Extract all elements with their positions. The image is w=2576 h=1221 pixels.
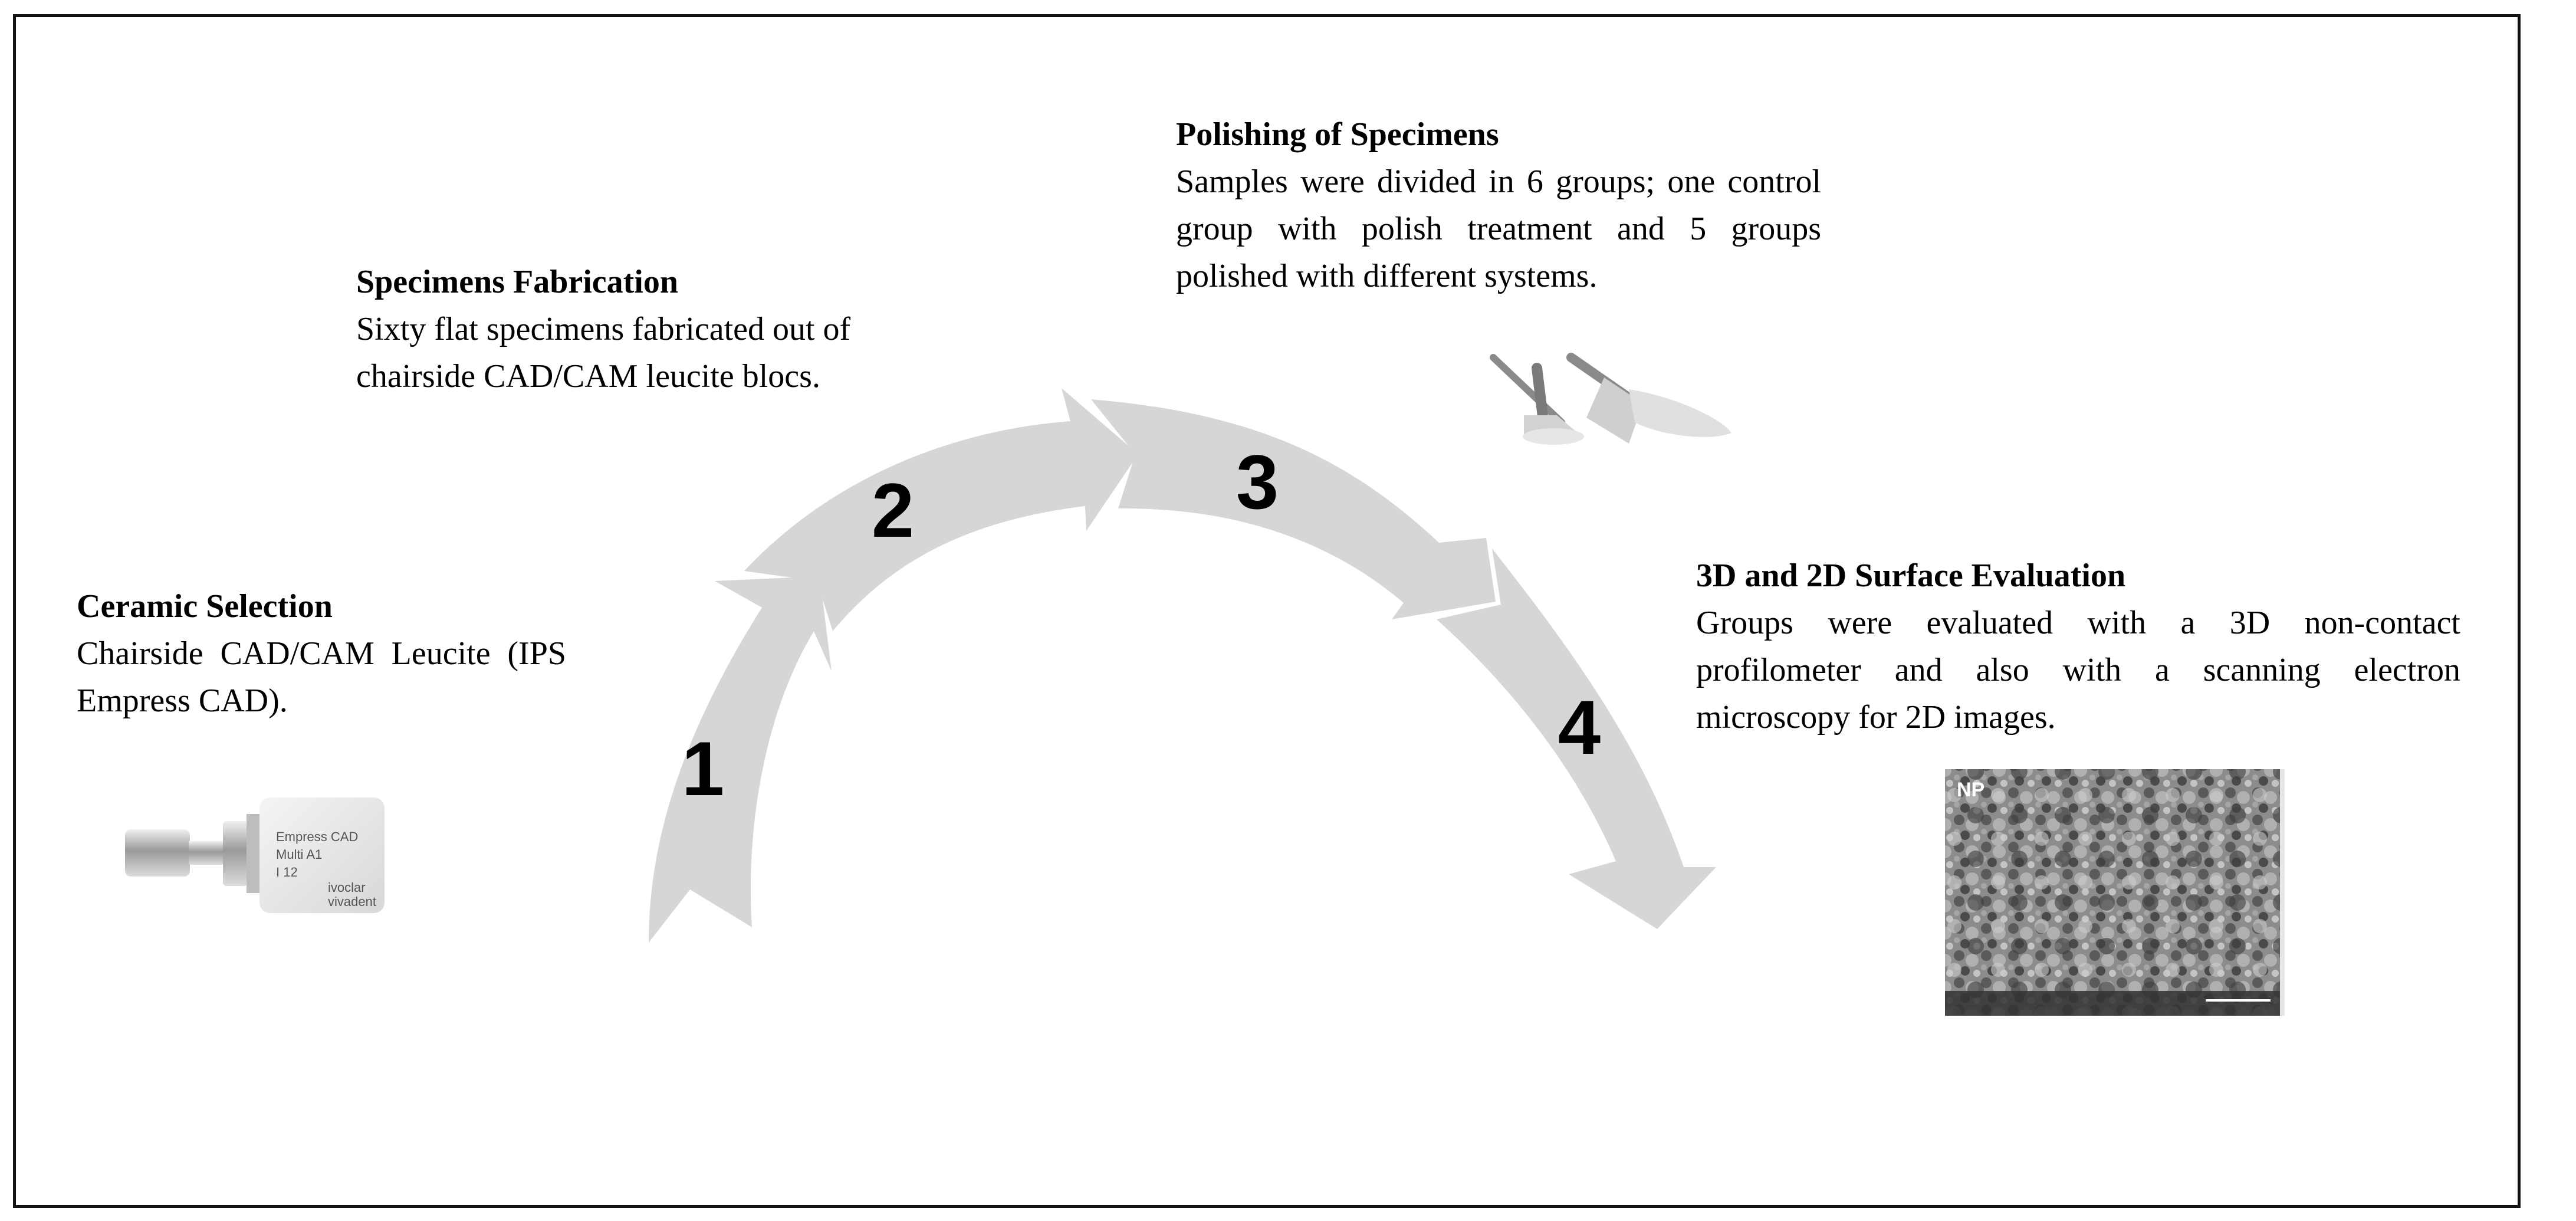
ceramic-block-brand-2: vivadent: [328, 894, 376, 909]
step-title-ceramic-selection: Ceramic Selection: [77, 588, 333, 625]
step-surface-evaluation: 3D and 2D Surface Evaluation Groups were…: [1696, 552, 2460, 741]
ceramic-block-text-2: Multi A1: [276, 847, 322, 862]
ceramic-block-icon: Empress CAD Multi A1 I 12 ivoclar vivade…: [125, 797, 385, 913]
step-number-3: 3: [1236, 439, 1279, 525]
step-title-surface-evaluation: 3D and 2D Surface Evaluation: [1696, 557, 2126, 594]
arrow-segment-4: [1437, 549, 1716, 929]
step-number-1: 1: [682, 726, 724, 812]
sem-micrograph-icon: NP: [1945, 769, 2285, 1016]
polishing-tools-icon: [1490, 353, 1731, 445]
arrow-segment-3: [1091, 399, 1496, 619]
arrow-segment-2: [744, 388, 1138, 631]
step-description-specimens-fabrication: Sixty flat specimens fabricated out of c…: [356, 311, 851, 395]
step-polishing-of-specimens: Polishing of Specimens Samples were divi…: [1176, 111, 1821, 300]
step-description-surface-evaluation: Groups were evaluated with a 3D non-cont…: [1696, 605, 2460, 736]
step-number-2: 2: [872, 467, 914, 553]
micrograph-label: NP: [1957, 779, 1984, 801]
step-description-polishing-of-specimens: Samples were divided in 6 groups; one co…: [1176, 163, 1821, 294]
ceramic-block-text-1: Empress CAD: [276, 829, 358, 844]
step-ceramic-selection: Ceramic Selection Chairside CAD/CAM Leuc…: [77, 583, 566, 724]
arrow-segment-1: [649, 576, 832, 943]
step-description-ceramic-selection: Chairside CAD/CAM Leucite (IPS Empress C…: [77, 635, 566, 719]
step-title-polishing-of-specimens: Polishing of Specimens: [1176, 116, 1499, 153]
step-title-specimens-fabrication: Specimens Fabrication: [356, 264, 678, 300]
ceramic-block-text-3: I 12: [276, 865, 298, 879]
step-number-4: 4: [1558, 684, 1601, 770]
ceramic-block-brand-1: ivoclar: [328, 880, 366, 895]
step-specimens-fabrication: Specimens Fabrication Sixty flat specime…: [356, 258, 958, 400]
